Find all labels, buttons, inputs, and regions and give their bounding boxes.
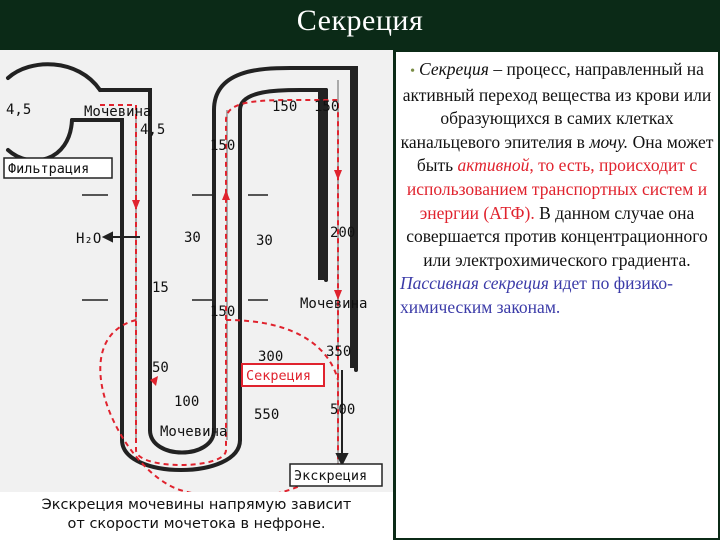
level-ticks <box>82 194 268 301</box>
capsule-lower <box>6 118 74 163</box>
num-350: 350 <box>326 344 351 360</box>
text-panel: •Секреция – процесс, направленный на акт… <box>396 52 718 538</box>
proximal-inner <box>70 118 242 472</box>
num-4-5-inner: 4,5 <box>140 122 165 138</box>
num-150-top-b: 150 <box>314 99 339 115</box>
arrow-up <box>222 190 230 200</box>
num-15: 15 <box>152 280 169 296</box>
box-excretion: Экскреция <box>289 463 383 487</box>
urea-arrows <box>132 170 342 386</box>
num-150-low: 150 <box>210 304 235 320</box>
capsule-outer <box>6 62 102 92</box>
box-excretion-label: Экскреция <box>294 468 367 484</box>
thick-bar-a <box>318 90 326 280</box>
collecting-duct-right <box>212 66 358 372</box>
bullet-marker: • <box>410 64 416 79</box>
passive-rest: идет по физико-химическим законам. <box>400 273 673 317</box>
nephron-svg: 4,5 Мочевина 4,5 150 150 150 H₂O 30 30 2… <box>3 62 383 500</box>
tube-fill <box>135 80 339 470</box>
secretion-definition: •Секреция – процесс, направленный на акт… <box>396 52 718 272</box>
nephron-diagram: 4,5 Мочевина 4,5 150 150 150 H₂O 30 30 2… <box>0 50 393 540</box>
num-550: 550 <box>254 407 279 423</box>
num-4-5-left: 4,5 <box>6 102 31 118</box>
num-30-a: 30 <box>184 230 201 246</box>
box-secretion-frame <box>241 363 325 387</box>
box-filtration-frame <box>3 157 113 179</box>
def-part-c: В данном случае она совершается против к… <box>406 202 708 270</box>
box-secretion: Секреция <box>241 363 325 387</box>
num-500: 500 <box>330 402 355 418</box>
def-active-explanation: , то есть, происходит с использованием т… <box>406 155 708 223</box>
num-100: 100 <box>174 394 199 410</box>
term-secretion: Секреция <box>419 59 489 79</box>
thick-bar-b <box>350 68 356 368</box>
loop-outer <box>148 108 216 455</box>
num-200: 200 <box>330 225 355 241</box>
urea-dashed <box>100 99 339 470</box>
loop-ascending <box>238 88 328 442</box>
def-part-b: Она может быть <box>416 131 714 176</box>
arrow-down <box>132 200 140 210</box>
caption-line-1: Экскреция мочевины напрямую зависит <box>41 497 352 513</box>
urea-path <box>99 99 339 500</box>
arrow-down <box>150 376 158 386</box>
water-arrowhead <box>101 231 113 243</box>
arrow-down <box>334 170 342 180</box>
passive-secretion: Пассивная секреция идет по физико-химиче… <box>396 272 718 319</box>
term-passive-secretion: Пассивная секреция <box>400 273 549 294</box>
thick-segments <box>318 68 356 368</box>
num-300: 300 <box>258 349 283 365</box>
diagram-caption: Экскреция мочевины напрямую зависит от с… <box>0 492 393 540</box>
num-50: 50 <box>152 360 169 376</box>
box-excretion-frame <box>289 463 383 487</box>
water-arrow <box>101 231 140 243</box>
box-filtration-label: Фильтрация <box>8 161 89 177</box>
label-urea-bottom: Мочевина <box>160 424 227 440</box>
box-filtration: Фильтрация <box>3 157 113 179</box>
num-150-mid: 150 <box>210 138 235 154</box>
def-part-a: – процесс, направленный на активный пере… <box>400 59 712 152</box>
urea-secretion-link <box>225 319 339 381</box>
proximal-outer <box>98 88 152 432</box>
excretion-arrowhead <box>335 453 349 467</box>
term-urine: мочу. <box>589 131 629 152</box>
num-150-top-a: 150 <box>272 99 297 115</box>
excretion-arrow <box>335 370 349 467</box>
arrow-down <box>334 290 342 300</box>
caption-line-2: от скорости мочетока в нефроне. <box>67 516 326 532</box>
box-secretion-label: Секреция <box>246 368 311 384</box>
label-urea-right: Мочевина <box>300 296 367 312</box>
slide-title: Секреция <box>296 4 424 37</box>
term-active: активной <box>457 155 530 176</box>
label-urea-top: Мочевина <box>84 104 151 120</box>
num-30-b: 30 <box>256 233 273 249</box>
label-water: H₂O <box>76 231 101 247</box>
